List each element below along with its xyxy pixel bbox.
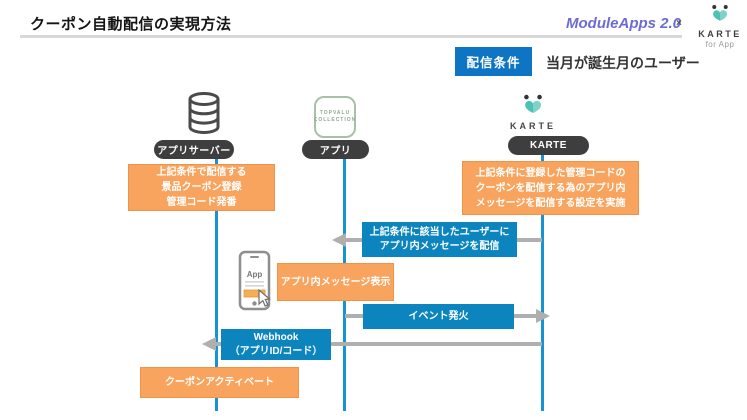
step-coupon-activate: クーポンアクティベート [140, 367, 299, 398]
app-icon-text-line2: COLLECTION [313, 117, 357, 123]
app-icon-text-line1: TOPVALU [319, 110, 351, 116]
step-event-fire: イベント発火 [363, 304, 514, 329]
step-text-line: 景品クーポン登録 [161, 182, 242, 193]
karte-icon [524, 94, 542, 113]
lifeline-app-server [215, 159, 218, 411]
step-server-coupon-register: 上記条件で配信する 景品クーポン登録 管理コード発番 [128, 164, 275, 211]
lane-label-app-server: アプリサーバー [154, 140, 234, 159]
step-text-line: Webhook [253, 331, 299, 343]
arrowhead-left-icon [202, 337, 216, 351]
karte-for-app-logo: KARTE for App [694, 4, 746, 49]
arrowhead-left-icon [332, 233, 346, 247]
app-store-icon: TOPVALU COLLECTION [314, 96, 356, 138]
karte-logo-text: KARTE [698, 29, 742, 39]
delivery-condition-badge: 配信条件 [455, 47, 532, 76]
step-text-line: 上記条件で配信する [156, 167, 247, 178]
step-deliver-in-app-message: 上記条件に該当したユーザーに アプリ内メッセージを配信 [362, 222, 517, 257]
karte-logo-subtext: for App [705, 40, 735, 49]
step-text-line: 管理コード発番 [166, 197, 237, 208]
step-text-line: メッセージを配信する設定を実施 [475, 197, 626, 209]
step-text-line: アプリ内メッセージ表示 [280, 276, 391, 288]
lane-label-karte: KARTE [508, 136, 589, 155]
step-text-line: クーポンを配信する為のアプリ内 [475, 182, 626, 194]
step-text-line: アプリ内メッセージを配信 [379, 240, 500, 252]
arrowhead-right-icon [536, 309, 550, 323]
step-text-line: イベント発火 [408, 310, 469, 322]
step-text-line: クーポンアクティベート [165, 377, 274, 388]
phone-app-label: App [247, 270, 263, 279]
step-text-line: 上記条件に該当したユーザーに [369, 226, 510, 238]
smartphone-icon: App [237, 250, 275, 317]
karte-lane-logo-text: KARTE [510, 121, 556, 131]
step-display-in-app-message: アプリ内メッセージ表示 [277, 263, 394, 301]
step-webhook: Webhook （アプリID/コード） [221, 329, 331, 360]
delivery-condition-value: 当月が誕生月のユーザー [546, 55, 700, 71]
moduleapps-logo: ModuleApps 2.0 [566, 15, 682, 32]
karte-icon [712, 5, 728, 21]
karte-lane-logo: KARTE [507, 94, 559, 131]
step-text-line: 上記条件に登録した管理コードの [475, 167, 626, 179]
cross-separator: × [676, 18, 682, 29]
arrow-karte-to-server [216, 342, 542, 346]
step-karte-message-setup: 上記条件に登録した管理コードの クーポンを配信する為のアプリ内 メッセージを配信… [462, 161, 639, 215]
lane-label-app: アプリ [302, 140, 369, 159]
step-text-line: （アプリID/コード） [229, 345, 323, 357]
title-underline [20, 35, 682, 38]
cursor-icon [258, 288, 271, 307]
page-title: クーポン自動配信の実現方法 [30, 16, 232, 33]
lifeline-karte [541, 155, 544, 411]
database-icon [182, 90, 226, 143]
